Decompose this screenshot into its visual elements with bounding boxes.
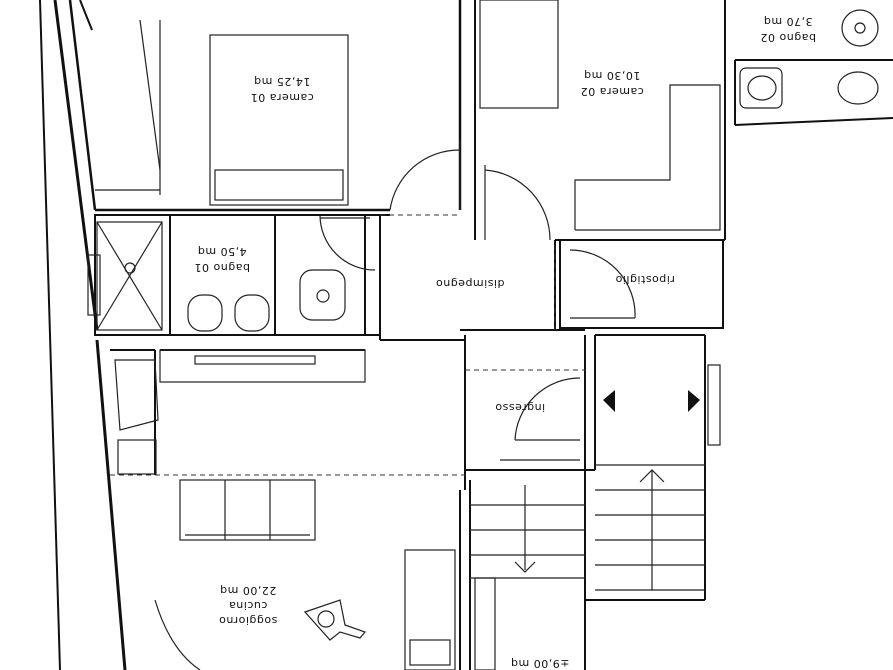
labels: camera 01 14,25 mq camera 02 10,30 mq ba… (194, 15, 816, 670)
room-name-disimpegno: disimpegno (436, 277, 505, 290)
wardrobe (95, 19, 161, 195)
room-name-ripostiglio: ripostiglio (615, 273, 675, 286)
room-name-cucina: cucina (229, 599, 268, 612)
room-area-soggiorno: 22,00 mq (220, 584, 277, 597)
room-area-camera-02: 10,30 mq (584, 69, 641, 82)
room-name-camera-02: camera 02 (580, 85, 644, 98)
room-area-bagno-01: 4,50 mq (197, 245, 246, 258)
bed-camera-02 (479, 0, 721, 231)
person-figure (303, 599, 367, 641)
room-area-camera-01: 14,25 mq (254, 75, 311, 88)
curved-wall (154, 599, 201, 670)
outer-walls (39, 0, 127, 670)
room-area-partial: ±9,00 mq (511, 657, 570, 670)
bagno-01-fixtures (96, 221, 346, 332)
interior-walls (94, 0, 893, 670)
armchair (114, 359, 159, 475)
windows (87, 254, 721, 446)
room-name-camera-01: camera 01 (250, 91, 314, 104)
stairs-lower (470, 485, 585, 670)
sofa (179, 479, 316, 541)
doors (319, 140, 636, 461)
tv-unit (159, 349, 366, 383)
room-name-ingresso: ingresso (495, 401, 545, 414)
dashed-lines (110, 214, 585, 476)
stairs-upper (595, 390, 705, 591)
bed-camera-01 (209, 34, 349, 206)
room-name-soggiorno: soggiorno (219, 614, 278, 627)
kitchen-counter (404, 549, 456, 670)
room-name-bagno-01: bagno 01 (194, 261, 250, 274)
arrow-right-icon (688, 390, 700, 412)
arrow-left-icon (603, 390, 615, 412)
bagno-02-fixtures (739, 9, 879, 109)
room-name-bagno-02: bagno 02 (760, 31, 816, 44)
room-area-bagno-02: 3,70 mq (763, 15, 812, 28)
